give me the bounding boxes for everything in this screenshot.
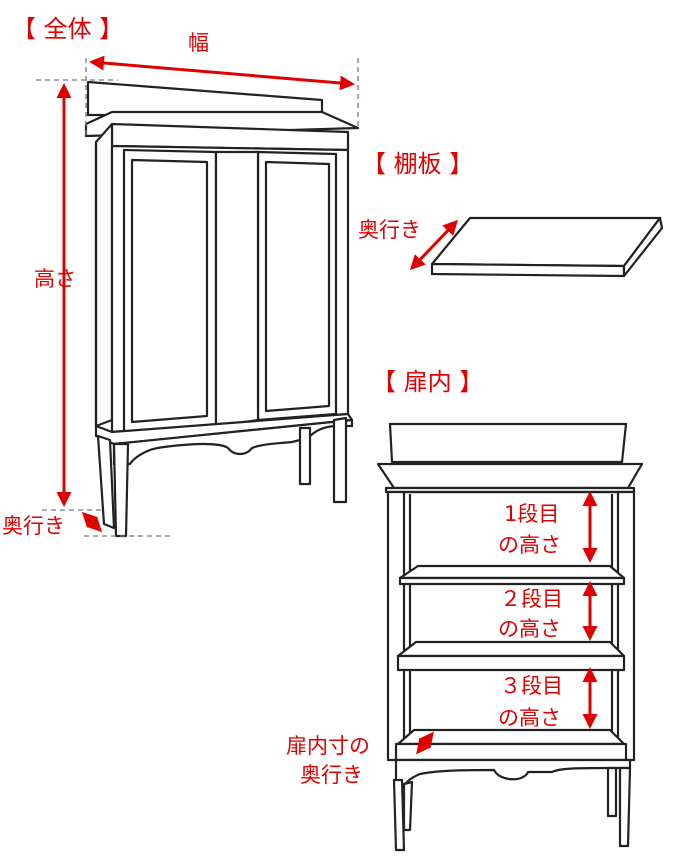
tier1-label-line1: 1段目	[504, 502, 559, 526]
shelf-depth-label: 奥行き	[358, 218, 421, 242]
section-title-interior: 【 扉内 】	[372, 368, 483, 396]
section-title-shelf: 【 棚板 】	[362, 150, 473, 178]
inner-depth-label-line2: 奥行き	[300, 763, 363, 787]
depth-label: 奥行き	[2, 514, 65, 538]
width-arrow	[89, 55, 355, 91]
depth-arrow	[81, 511, 103, 533]
interior-drawing	[376, 422, 644, 852]
inner-depth-label-line1: 扉内寸の	[286, 734, 370, 758]
guide-lines	[36, 58, 359, 537]
inner-depth-arrow	[416, 731, 434, 755]
tier1-label-line2: の高さ	[498, 533, 561, 557]
section-title-whole: 【 全体 】	[12, 15, 123, 43]
tier2-label-line1: ２段目	[500, 587, 563, 611]
width-label: 幅	[188, 31, 209, 55]
shelf-drawing	[430, 216, 664, 278]
height-label: 高さ	[34, 267, 76, 291]
interior-arrows	[416, 491, 598, 755]
cabinet-drawing	[84, 80, 360, 538]
shelf-depth-arrow	[409, 219, 459, 271]
tier3-label-line1: ３段目	[500, 674, 563, 698]
dimension-arrows	[56, 55, 355, 533]
tier2-label-line2: の高さ	[498, 617, 561, 641]
tier3-label-line2: の高さ	[498, 706, 561, 730]
